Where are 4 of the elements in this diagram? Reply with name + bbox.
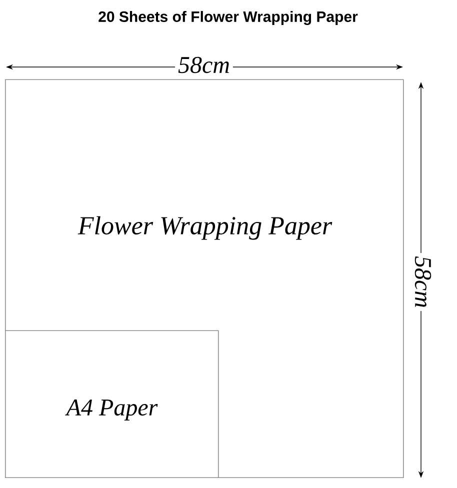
title: 20 Sheets of Flower Wrapping Paper — [98, 10, 358, 26]
dimension-label: 58cm — [175, 54, 233, 76]
a4-sheet: A4 Paper — [5, 330, 219, 478]
dimension-label: 58cm — [412, 253, 434, 311]
